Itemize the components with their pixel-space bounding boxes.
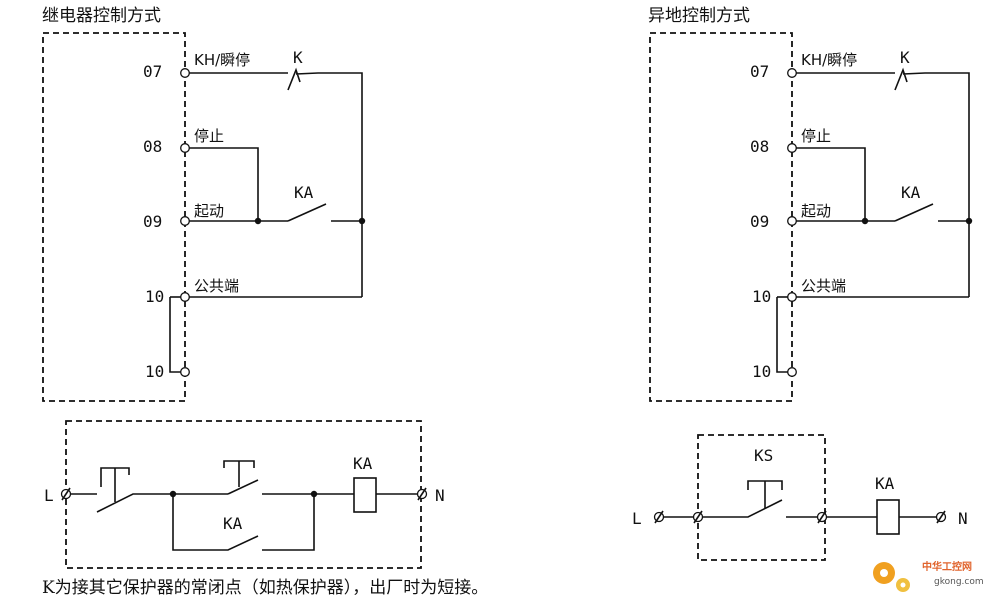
gear-icon bbox=[873, 562, 910, 592]
right-control-circuit: L N KS KA bbox=[632, 434, 968, 561]
right-terminal-08: 08 bbox=[750, 137, 769, 156]
gkong-watermark: 中华工控网 gkong.com bbox=[873, 560, 984, 592]
watermark-en: gkong.com bbox=[934, 577, 984, 587]
left-control-circuit: L N KA KA bbox=[44, 420, 445, 569]
left-label-start: 起动 bbox=[194, 202, 224, 220]
right-circuit-ka-coil-label: KA bbox=[875, 474, 895, 493]
right-circuit-wiring bbox=[653, 480, 947, 535]
left-circuit-box bbox=[65, 420, 422, 569]
left-panel: 继电器控制方式 07 08 09 10 10 KH/瞬停 停止 起动 公共端 K… bbox=[42, 6, 366, 402]
watermark-cn: 中华工控网 bbox=[922, 560, 972, 573]
right-panel-title: 异地控制方式 bbox=[648, 6, 750, 26]
right-contact-k-label: K bbox=[900, 48, 910, 67]
right-circuit-ka-coil bbox=[876, 499, 900, 535]
right-label-kh-stop: KH/瞬停 bbox=[801, 51, 857, 69]
left-controller-module bbox=[42, 32, 186, 402]
right-terminal-09: 09 bbox=[750, 212, 769, 231]
left-panel-title: 继电器控制方式 bbox=[42, 6, 161, 26]
left-terminal-10b: 10 bbox=[145, 362, 164, 381]
left-contact-ka-label: KA bbox=[294, 183, 314, 202]
right-label-start: 起动 bbox=[801, 202, 831, 220]
right-terminal-10b: 10 bbox=[752, 362, 771, 381]
right-panel-wiring bbox=[776, 67, 973, 377]
right-circuit-l-label: L bbox=[632, 509, 642, 528]
right-label-stop: 停止 bbox=[801, 127, 831, 145]
left-label-stop: 停止 bbox=[194, 127, 224, 145]
right-terminal-07: 07 bbox=[750, 62, 769, 81]
right-circuit-box bbox=[697, 434, 826, 561]
right-terminal-10a: 10 bbox=[752, 287, 771, 306]
left-circuit-n-label: N bbox=[435, 486, 445, 505]
left-panel-wiring bbox=[169, 67, 366, 377]
left-terminal-09: 09 bbox=[143, 212, 162, 231]
right-controller-module bbox=[649, 32, 793, 402]
right-panel: 异地控制方式 07 08 09 10 10 KH/瞬停 停止 起动 公共端 K … bbox=[648, 6, 973, 402]
left-label-kh-stop: KH/瞬停 bbox=[194, 51, 250, 69]
left-circuit-wiring bbox=[60, 460, 428, 551]
left-terminal-07: 07 bbox=[143, 62, 162, 81]
left-circuit-ka-contact-label: KA bbox=[223, 514, 243, 533]
right-circuit-ks-label: KS bbox=[754, 446, 773, 465]
left-circuit-ka-coil bbox=[353, 477, 377, 513]
right-label-common: 公共端 bbox=[801, 277, 846, 295]
left-terminal-10a: 10 bbox=[145, 287, 164, 306]
left-contact-k-label: K bbox=[293, 48, 303, 67]
right-contact-ka-label: KA bbox=[901, 183, 921, 202]
left-label-common: 公共端 bbox=[194, 277, 239, 295]
left-circuit-ka-coil-label: KA bbox=[353, 454, 373, 473]
footnote-text: K为接其它保护器的常闭点（如热保护器），出厂时为短接。 bbox=[42, 578, 488, 598]
left-circuit-l-label: L bbox=[44, 486, 54, 505]
right-circuit-n-label: N bbox=[958, 509, 968, 528]
left-terminal-08: 08 bbox=[143, 137, 162, 156]
